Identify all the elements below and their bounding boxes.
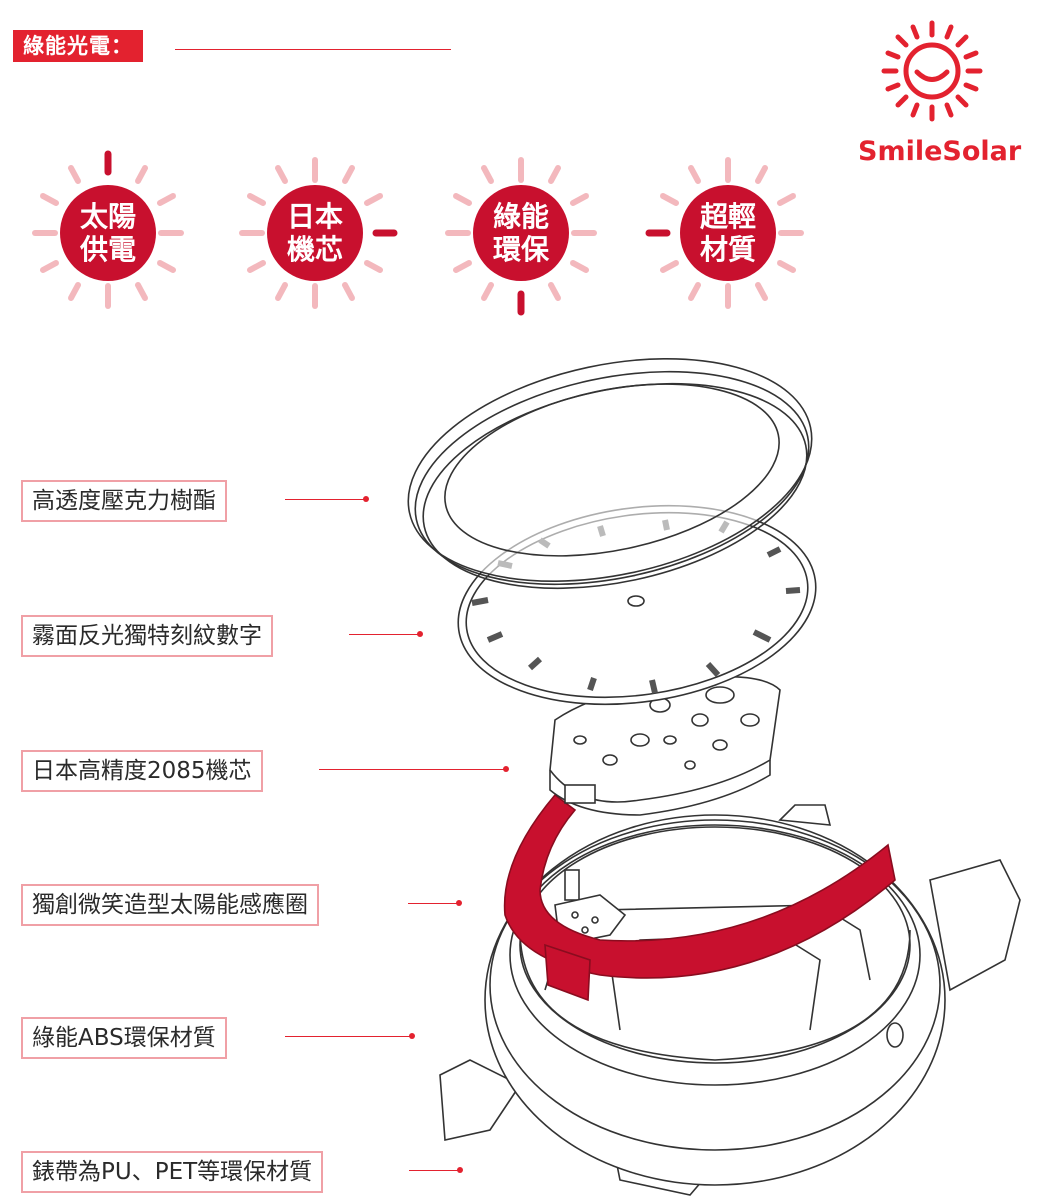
feature-line1: 太陽 <box>79 200 136 233</box>
callout-leader-line <box>285 1036 411 1037</box>
feature-line1: 綠能 <box>492 200 549 233</box>
sun-badge-icon <box>645 157 804 309</box>
feature-line2: 材質 <box>699 233 756 266</box>
section-title-tag: 綠能光電： <box>13 30 143 62</box>
callout-movement: 日本高精度2085機芯 <box>21 750 263 792</box>
callout-dot <box>417 631 423 637</box>
callout-dot <box>503 766 509 772</box>
sun-badge-icon <box>32 150 184 309</box>
title-underline <box>175 49 451 50</box>
sun-badge-icon <box>239 157 398 309</box>
callout-leader-line <box>319 769 505 770</box>
brand-logo-text: SmileSolar <box>858 136 1022 167</box>
feature-badge-lightweight: 超輕 材質 <box>643 148 813 318</box>
callout-solar-ring: 獨創微笑造型太陽能感應圈 <box>21 884 319 926</box>
sun-badge-icon <box>445 157 597 316</box>
callout-leader-line <box>285 499 365 500</box>
feature-badge-solar: 太陽 供電 <box>23 148 193 318</box>
callout-leader-line <box>408 903 458 904</box>
feature-badge-eco: 綠能 環保 <box>436 148 606 318</box>
callout-dot <box>457 1167 463 1173</box>
callout-case-material: 綠能ABS環保材質 <box>21 1017 227 1059</box>
exploded-watch-illustration <box>407 358 1021 1196</box>
callout-dial: 霧面反光獨特刻紋數字 <box>21 615 273 657</box>
callout-leader-line <box>349 634 419 635</box>
callout-dot <box>409 1033 415 1039</box>
callout-crystal: 高透度壓克力樹酯 <box>21 480 227 522</box>
solar-smile-ring <box>503 793 896 1002</box>
callout-leader-line <box>409 1170 459 1171</box>
callout-dot <box>456 900 462 906</box>
acrylic-crystal <box>407 358 813 607</box>
feature-line2: 環保 <box>492 233 549 266</box>
feature-line1: 日本 <box>286 200 343 233</box>
feature-line2: 機芯 <box>286 233 343 266</box>
callout-dot <box>363 496 369 502</box>
callout-strap-material: 錶帶為PU、PET等環保材質 <box>21 1151 324 1193</box>
feature-line1: 超輕 <box>699 200 756 233</box>
feature-line2: 供電 <box>79 233 136 266</box>
feature-badge-movement: 日本 機芯 <box>230 148 400 318</box>
smile-sun-logo-icon <box>881 20 983 122</box>
